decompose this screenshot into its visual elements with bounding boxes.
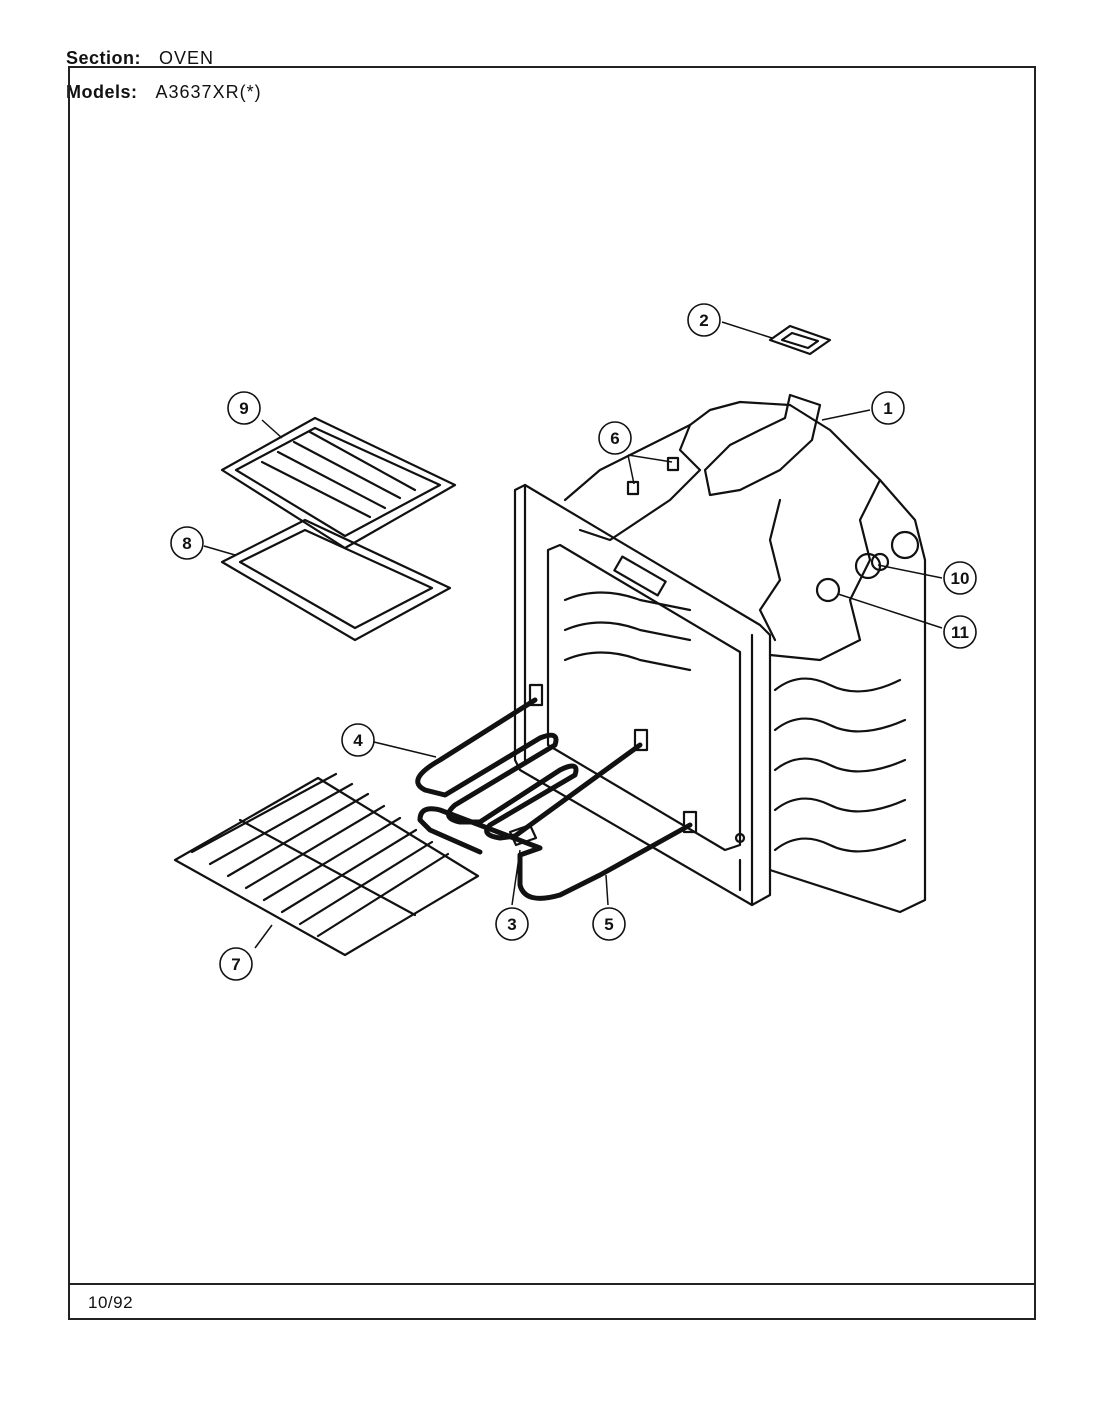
- svg-text:2: 2: [699, 311, 708, 330]
- footer-divider: [70, 1283, 1036, 1285]
- svg-text:8: 8: [182, 534, 191, 553]
- callout-3: 3: [495, 907, 529, 941]
- callout-1: 1: [871, 391, 905, 425]
- svg-text:6: 6: [610, 429, 619, 448]
- callout-9: 9: [227, 391, 261, 425]
- section-value: OVEN: [159, 48, 215, 68]
- svg-text:3: 3: [507, 915, 516, 934]
- section-header: Section: OVEN: [66, 48, 214, 69]
- svg-text:11: 11: [951, 623, 969, 642]
- leader-lines: [203, 321, 943, 949]
- part-7-oven-rack: [173, 772, 480, 957]
- svg-text:1: 1: [883, 399, 892, 418]
- part-8-broiler-pan: [220, 518, 452, 642]
- callout-10: 10: [943, 561, 977, 595]
- callout-2: 2: [687, 303, 721, 337]
- svg-text:5: 5: [604, 915, 613, 934]
- section-label: Section:: [66, 48, 142, 68]
- callout-7: 7: [219, 947, 253, 981]
- part-2-gasket: [768, 324, 832, 356]
- part-9-broiler-insert: [220, 416, 457, 550]
- oven-cavity: [563, 400, 927, 914]
- callout-5: 5: [592, 907, 626, 941]
- footer-date: 10/92: [88, 1293, 134, 1312]
- part-3-bracket: [508, 823, 538, 847]
- svg-text:9: 9: [239, 399, 248, 418]
- part-5-terminal: [682, 810, 698, 834]
- part-5-broil-element: [417, 806, 693, 901]
- part-6-clip-a: [626, 480, 640, 496]
- svg-text:4: 4: [353, 731, 363, 750]
- callout-4: 4: [341, 723, 375, 757]
- models-value: A3637XR(*): [155, 82, 262, 102]
- callout-6: 6: [598, 421, 632, 455]
- svg-text:10: 10: [951, 569, 970, 588]
- part-6-clip-b: [666, 456, 680, 472]
- diagram-frame: [68, 66, 1036, 1320]
- oven-front-frame: [513, 483, 772, 907]
- callout-8: 8: [170, 526, 204, 560]
- models-label: Models:: [66, 82, 138, 102]
- part-1-vent-duct: [703, 393, 822, 497]
- part-11-bulb: [815, 577, 841, 603]
- callout-11: 11: [943, 615, 977, 649]
- models-header: Models: A3637XR(*): [66, 82, 262, 103]
- svg-text:7: 7: [231, 955, 240, 974]
